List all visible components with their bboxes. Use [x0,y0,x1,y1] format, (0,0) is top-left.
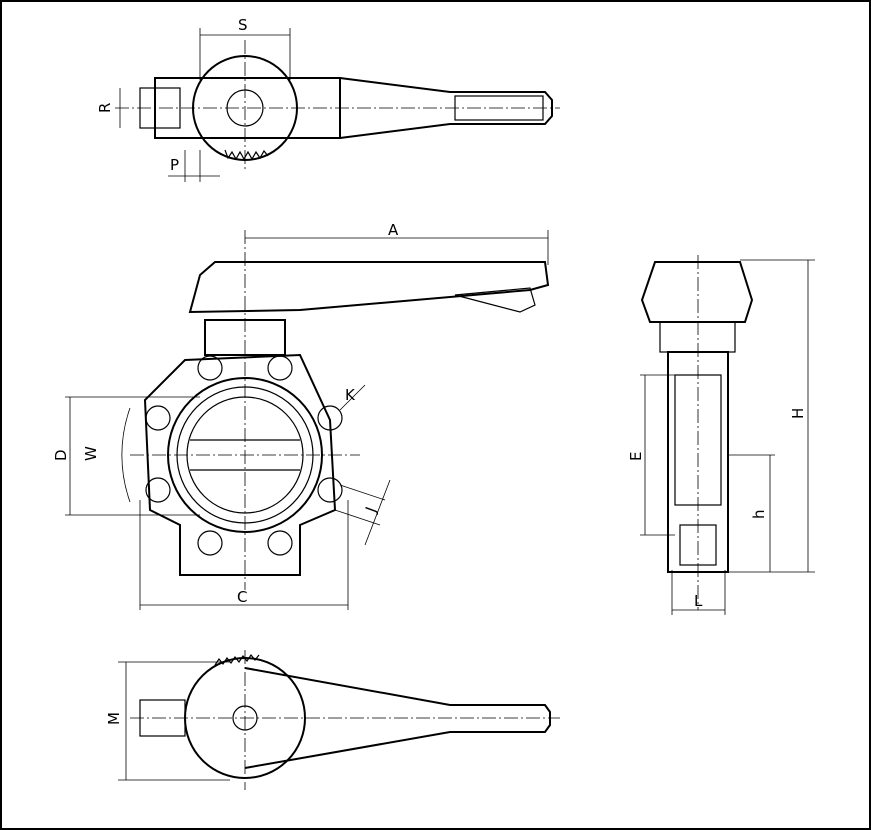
dim-label-R: R [96,103,114,113]
bottom-view [118,650,560,790]
dim-label-A: A [388,221,399,239]
dim-label-S: S [238,16,248,34]
dim-label-H: H [789,408,807,419]
dim-label-M: M [105,712,123,725]
dim-label-E: E [627,452,645,461]
dim-label-h: h [750,509,768,519]
top-view [115,28,560,182]
dim-label-J: J [361,504,380,515]
dim-label-K: K [345,386,356,404]
dim-label-L: L [694,592,703,610]
dim-label-P: P [170,156,179,174]
dim-label-W: W [82,446,100,461]
front-view [65,230,550,610]
dim-label-C: C [237,588,247,606]
dim-label-D: D [52,449,70,461]
side-view [640,255,815,615]
